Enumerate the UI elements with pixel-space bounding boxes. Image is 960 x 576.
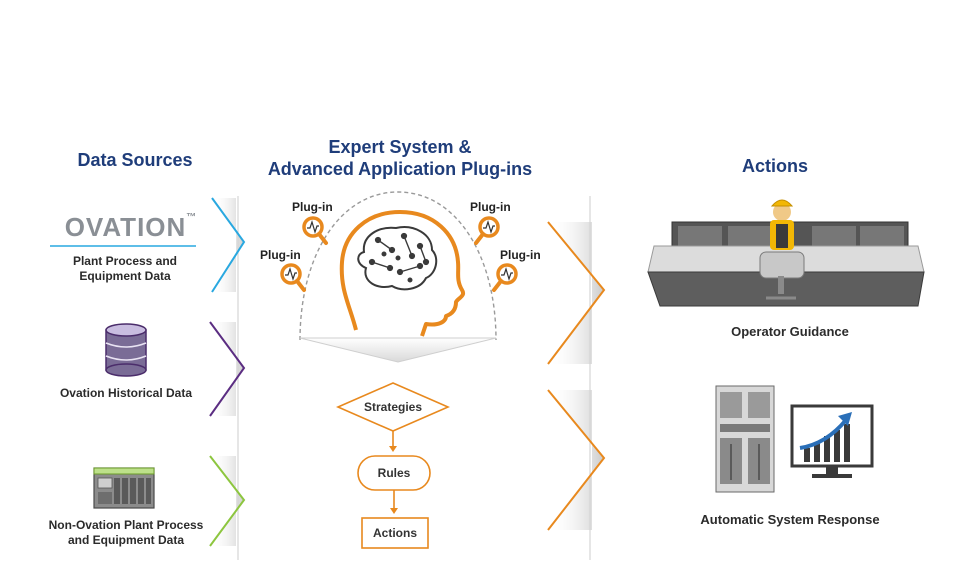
heading-data-sources: Data Sources [77,150,193,170]
chevron-operator-guidance [547,221,606,365]
plugin-arc [299,191,497,341]
flow-actions: Actions [372,526,417,540]
brain-funnel [299,337,497,363]
ovation-trademark: ™ [186,212,198,223]
label-plant-process-line1: Plant Process and [72,254,178,268]
plugin-icon-top-left [302,216,328,245]
heading-expert-system: Expert System & Advanced Application Plu… [250,136,550,180]
plugin-label-top-left: Plug-in [292,200,333,214]
plugin-label-top-right: Plug-in [470,200,511,214]
heading-expert-system-line2: Advanced Application Plug-ins [267,159,533,179]
label-operator-guidance: Operator Guidance [731,324,849,339]
plugin-label-mid-right: Plug-in [500,248,541,262]
actions-box [361,517,429,549]
operator-console-icon [647,199,925,307]
heading-actions: Actions [741,156,808,176]
trend-chart-monitor-icon [790,404,874,478]
ovation-logo: OVATION™ [56,212,206,242]
database-icon [105,323,147,377]
plugin-icon-top-right [474,216,500,245]
label-non-ovation: Non-Ovation Plant Process and Equipment … [36,518,216,548]
chevron-automatic-response [547,389,606,531]
label-historical: Ovation Historical Data [59,386,193,400]
label-non-ovation-line1: Non-Ovation Plant Process [48,518,204,532]
ovation-logo-text: OVATION [64,212,187,242]
head-brain-icon [339,210,466,337]
plugin-label-mid-left: Plug-in [260,248,301,262]
plugin-icon-mid-left [280,263,306,292]
controller-hardware-icon [93,467,155,509]
label-plant-process-line2: Equipment Data [79,269,171,283]
chevron-historical [209,321,246,417]
label-automatic-response: Automatic System Response [700,512,880,527]
control-cabinet-icon [715,385,775,493]
flow-strategies: Strategies [363,400,423,414]
label-plant-process: Plant Process and Equipment Data [50,254,200,284]
flow-rules: Rules [377,466,411,480]
chevron-ovation [211,197,246,293]
label-non-ovation-line2: and Equipment Data [67,533,184,547]
plugin-icon-mid-right [492,263,518,292]
heading-expert-system-line1: Expert System & [328,137,472,157]
chevron-non-ovation [209,455,246,547]
